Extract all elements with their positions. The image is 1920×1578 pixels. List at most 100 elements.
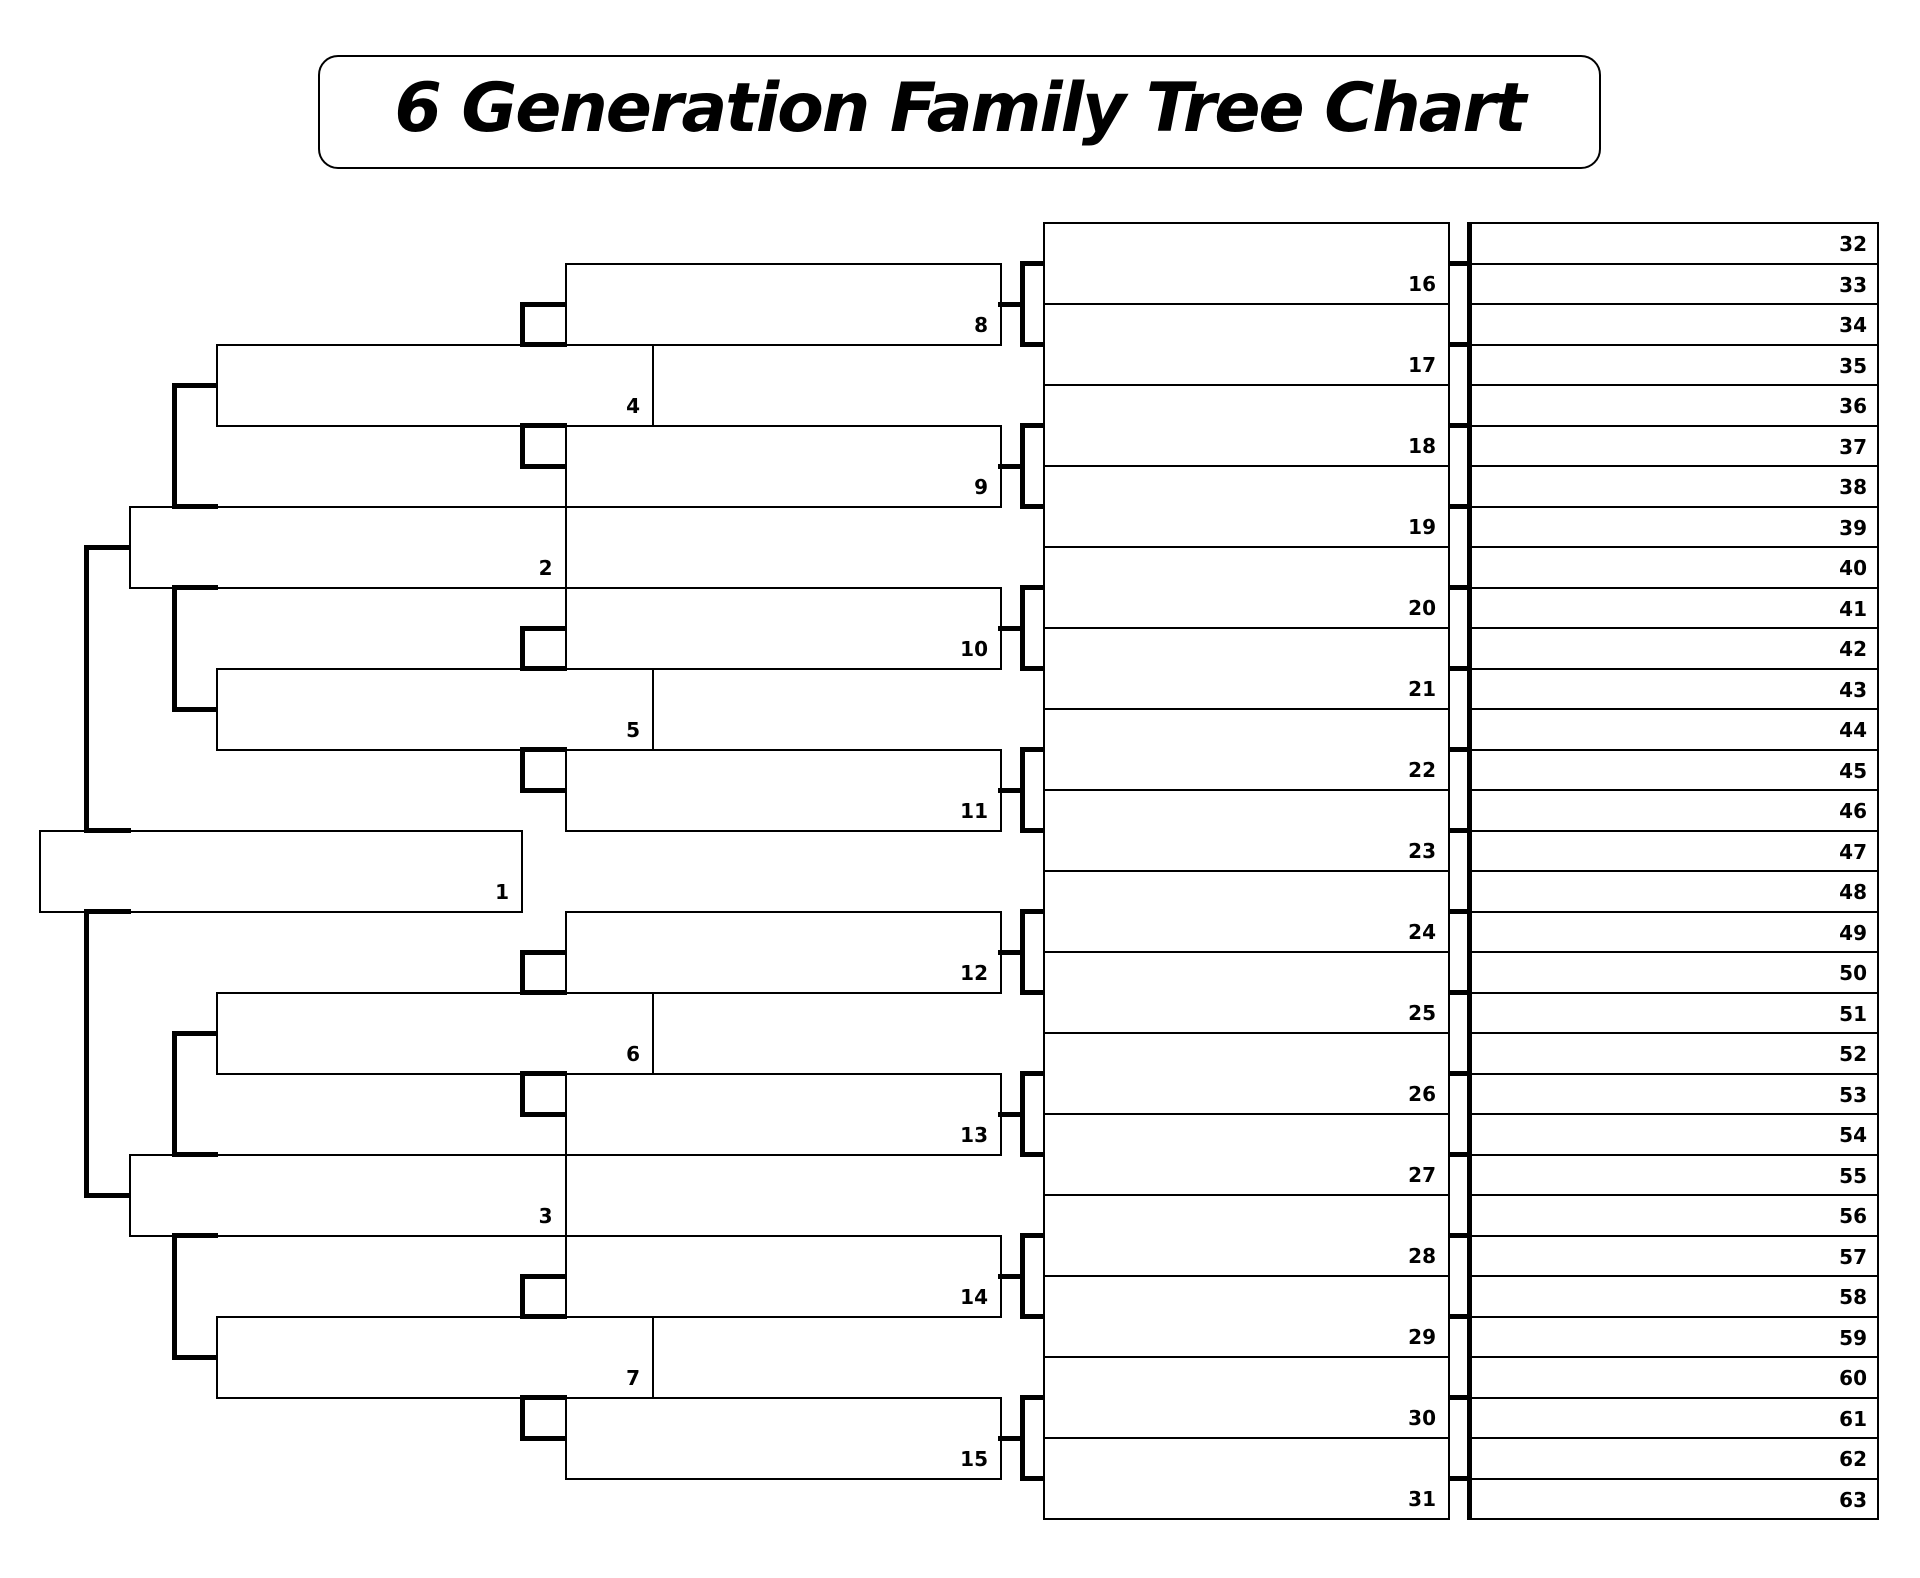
connector-cap [519,342,567,347]
person-box-22: 22 [1043,708,1450,791]
person-number-59: 59 [1839,1325,1867,1350]
connector-stub [1448,909,1472,914]
connector-cap [519,625,567,631]
person-box-62: 62 [1469,1437,1879,1480]
connector-cap [84,828,131,833]
connector-cap [1019,990,1045,995]
person-box-46: 46 [1469,789,1879,832]
person-box-61: 61 [1469,1396,1879,1439]
connector-cap [171,706,218,712]
connector-cap [171,1233,218,1238]
person-number-18: 18 [1408,434,1436,458]
person-box-49: 49 [1469,910,1879,953]
person-box-7: 7 [215,1315,654,1399]
person-box-50: 50 [1469,951,1879,994]
connector-vertical [171,585,177,712]
connector-vertical [519,747,525,793]
person-box-36: 36 [1469,384,1879,427]
person-number-19: 19 [1408,515,1436,539]
connector-cap [519,301,567,307]
connector-cap [1019,1395,1045,1400]
connector-stub [1448,666,1472,671]
person-box-55: 55 [1469,1153,1879,1196]
person-box-56: 56 [1469,1194,1879,1237]
person-number-26: 26 [1408,1082,1436,1106]
connector-cap [1019,828,1045,833]
person-number-60: 60 [1839,1366,1867,1391]
person-box-24: 24 [1043,870,1450,953]
connector-stem [998,787,1025,793]
person-number-3: 3 [538,1203,553,1228]
connector-stub [1448,423,1472,428]
person-number-43: 43 [1839,677,1867,702]
person-number-8: 8 [974,312,988,337]
person-number-42: 42 [1839,637,1867,662]
person-box-14: 14 [564,1234,1002,1318]
person-number-30: 30 [1408,1406,1436,1430]
person-number-37: 37 [1839,434,1867,459]
connector-cap [171,1030,218,1036]
person-box-6: 6 [215,991,654,1075]
person-number-7: 7 [626,1365,640,1390]
connector-cap [519,747,567,752]
person-number-25: 25 [1408,1001,1436,1025]
person-number-22: 22 [1408,758,1436,782]
person-number-31: 31 [1408,1487,1436,1511]
person-number-6: 6 [626,1041,640,1066]
connector-vertical [519,423,525,469]
person-number-27: 27 [1408,1163,1436,1187]
person-box-12: 12 [564,910,1002,994]
person-number-49: 49 [1839,920,1867,945]
person-number-24: 24 [1408,920,1436,944]
connector-vertical [171,1030,177,1157]
connector-cap [1019,1152,1045,1157]
person-box-8: 8 [564,262,1002,346]
person-box-16: 16 [1043,222,1450,305]
person-number-38: 38 [1839,475,1867,500]
person-number-21: 21 [1408,677,1436,701]
person-box-21: 21 [1043,627,1450,710]
person-number-54: 54 [1839,1123,1867,1148]
person-number-5: 5 [626,717,640,742]
connector-vertical [84,909,89,1198]
person-number-16: 16 [1408,272,1436,296]
person-box-45: 45 [1469,748,1879,791]
person-number-1: 1 [495,879,509,904]
connector-stub [1448,747,1472,752]
person-number-52: 52 [1839,1042,1867,1067]
connector-stub [1448,261,1472,266]
person-box-54: 54 [1469,1113,1879,1156]
connector-vertical [171,382,177,509]
connector-cap [1019,1233,1045,1238]
connector-cap [171,382,218,388]
person-number-51: 51 [1839,1001,1867,1026]
person-number-2: 2 [538,555,553,580]
connector-stub [1448,828,1472,833]
person-box-29: 29 [1043,1275,1450,1358]
person-box-17: 17 [1043,303,1450,386]
connector-vertical [519,949,525,995]
connector-cap [84,1192,131,1198]
connector-cap [519,1273,567,1279]
person-number-29: 29 [1408,1325,1436,1349]
person-box-40: 40 [1469,546,1879,589]
person-number-63: 63 [1839,1487,1867,1512]
person-box-51: 51 [1469,991,1879,1034]
connector-cap [519,949,567,955]
connector-cap [519,666,567,671]
person-number-9: 9 [974,474,988,499]
connector-cap [519,1314,567,1319]
person-box-53: 53 [1469,1072,1879,1115]
person-box-28: 28 [1043,1194,1450,1277]
person-box-1: 1 [39,829,523,913]
connector-cap [519,1435,567,1441]
person-box-34: 34 [1469,303,1879,346]
person-box-60: 60 [1469,1356,1879,1399]
person-box-5: 5 [215,667,654,751]
person-number-56: 56 [1839,1204,1867,1229]
person-box-42: 42 [1469,627,1879,670]
person-box-52: 52 [1469,1032,1879,1075]
connector-cap [1019,342,1045,347]
person-box-48: 48 [1469,870,1879,913]
